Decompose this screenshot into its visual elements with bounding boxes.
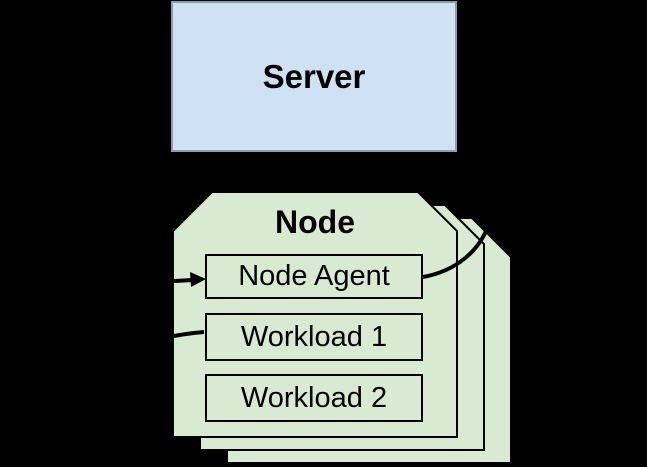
workload-2-label: Workload 2: [240, 381, 388, 414]
node-agent-box: Node Agent: [205, 254, 423, 299]
node-agent-label: Node Agent: [238, 260, 390, 292]
workload-1-box: Workload 1: [205, 313, 423, 361]
workload-2-box: Workload 2: [205, 374, 423, 422]
server-label: Server: [262, 57, 366, 95]
node-title: Node: [275, 203, 355, 240]
workload-1-label: Workload 1: [240, 320, 388, 353]
server-box: Server: [171, 1, 457, 152]
